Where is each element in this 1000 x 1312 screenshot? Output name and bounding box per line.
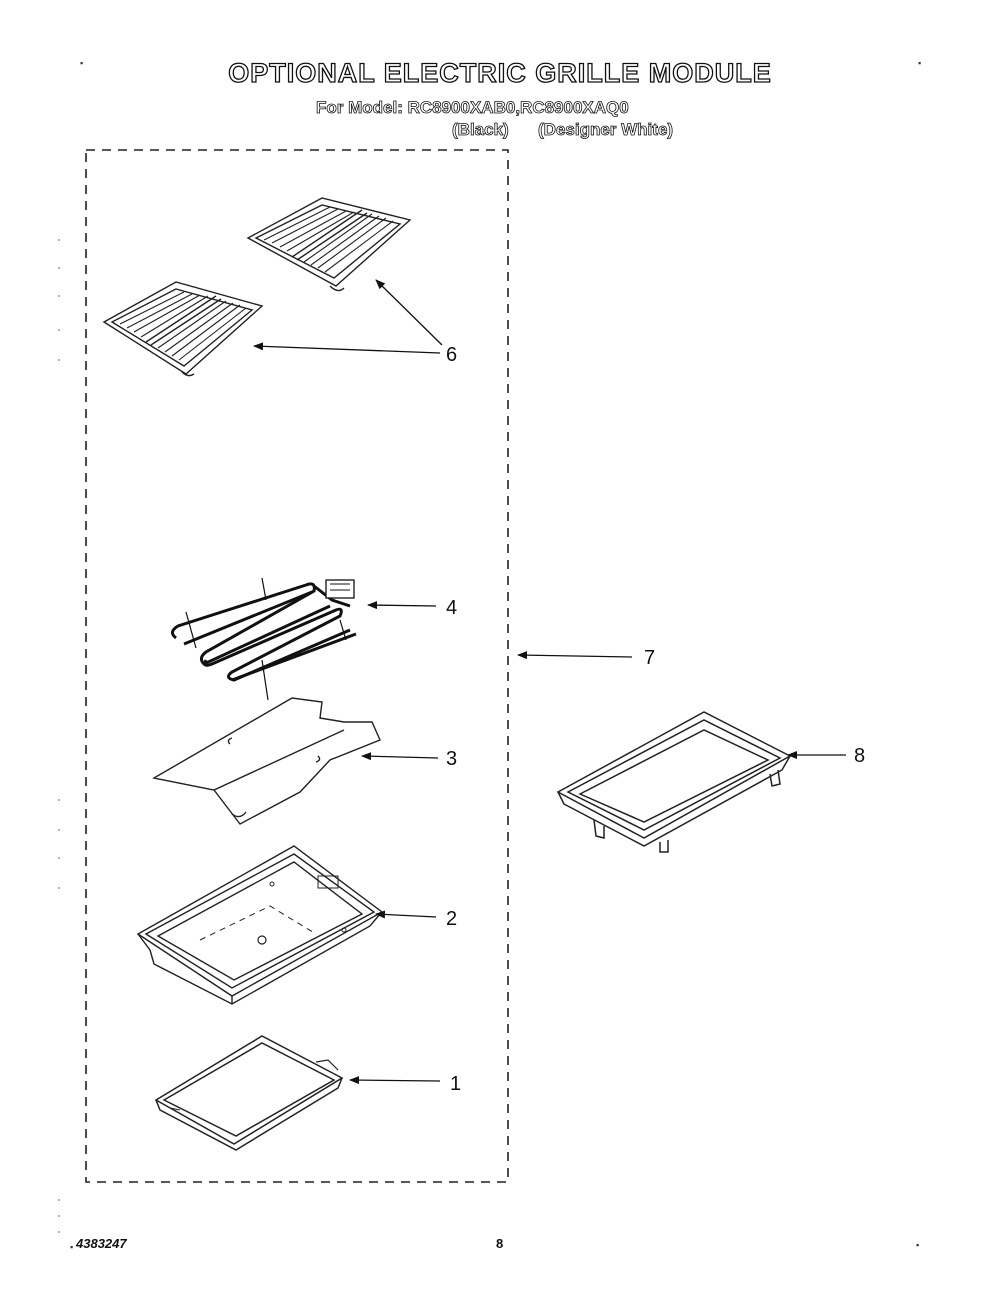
leader-lines: [253, 279, 846, 1085]
margin-marks: [58, 239, 60, 1233]
leader-1: [349, 1076, 441, 1085]
page-number: 8: [496, 1236, 504, 1251]
reflector-shield: [152, 697, 381, 825]
callout-1: 1: [450, 1073, 461, 1095]
drip-pan: [136, 845, 384, 1005]
leader-4: [367, 601, 437, 610]
callout-8: 8: [854, 745, 865, 767]
callout-4: 4: [446, 597, 457, 619]
corner-mark: ▪: [80, 58, 84, 68]
drip-tray: [154, 1035, 344, 1151]
leader-7: [517, 651, 633, 660]
heating-element: [171, 577, 357, 701]
variant-black-label: (Black): [452, 120, 509, 140]
leader-2: [375, 910, 437, 919]
callout-6: 6: [446, 344, 457, 366]
grille-grate-lower: [102, 281, 264, 377]
callout-2: 2: [446, 908, 457, 930]
griddle: [556, 711, 792, 853]
document-number: 4383247: [76, 1236, 127, 1251]
leader-6b: [253, 342, 441, 354]
callout-3: 3: [446, 748, 457, 770]
callout-7: 7: [644, 647, 655, 669]
variant-white-label: (Designer White): [538, 120, 674, 140]
leader-3: [361, 752, 439, 761]
module-boundary: [85, 149, 509, 1183]
model-line: For Model: RC8900XAB0,RC8900XAQ0: [316, 98, 630, 118]
grille-grate-upper: [246, 197, 412, 292]
page-title: OPTIONAL ELECTRIC GRILLE MODULE: [228, 57, 772, 88]
corner-mark: ▪: [916, 1240, 920, 1250]
corner-mark: ▪: [918, 58, 922, 68]
corner-mark: ▪: [70, 1242, 74, 1252]
leader-6a: [375, 279, 443, 346]
